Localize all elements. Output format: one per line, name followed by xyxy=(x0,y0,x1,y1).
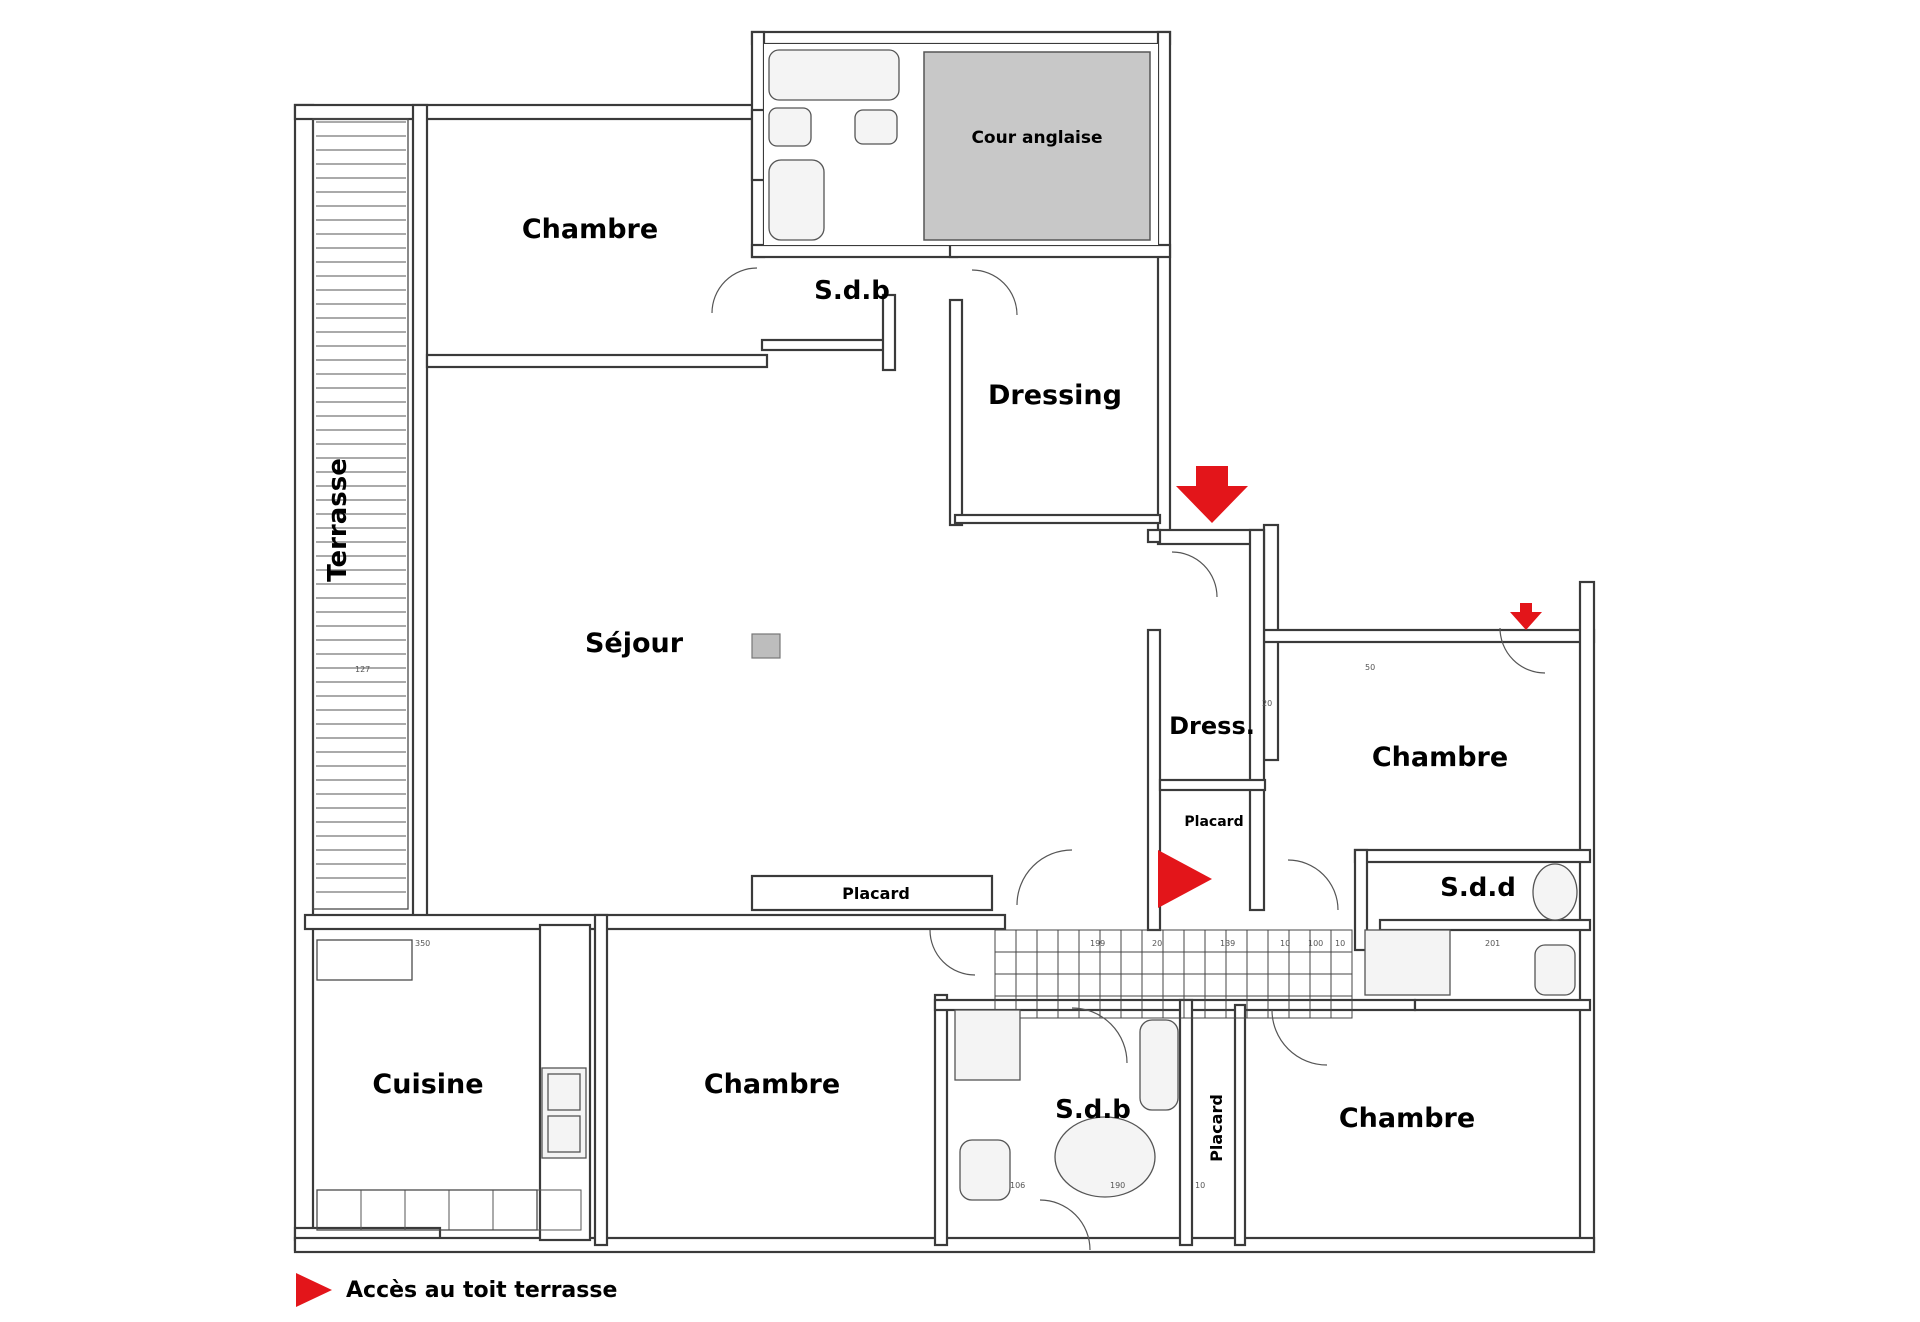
dim-199: 199 xyxy=(1090,939,1105,948)
room-label-sdd: S.d.d xyxy=(1440,873,1516,903)
fixtures xyxy=(316,49,1578,1231)
dim-127: 127 xyxy=(355,665,370,674)
dim-20: 20 xyxy=(1152,939,1162,948)
dim-50: 50 xyxy=(1365,663,1375,672)
down-arrow-icon xyxy=(1176,466,1248,523)
dim-139: 139 xyxy=(1220,939,1235,948)
right-arrow-icon xyxy=(1158,850,1212,908)
room-label-sejour: Séjour xyxy=(585,628,684,659)
room-label-sdb-top: S.d.b xyxy=(814,276,890,306)
dim-20b: 20 xyxy=(1262,699,1272,708)
room-label-chambre-se: Chambre xyxy=(1339,1103,1475,1134)
roof-access-arrows xyxy=(1158,466,1542,908)
doors xyxy=(711,267,1546,1251)
terrasse-stripes xyxy=(316,121,406,893)
dim-350: 350 xyxy=(415,939,430,948)
room-label-cour-anglaise: Cour anglaise xyxy=(971,128,1102,148)
room-label-sdb-bottom: S.d.b xyxy=(1055,1095,1131,1125)
dim-100: 100 xyxy=(1308,939,1323,948)
room-label-chambre-nw: Chambre xyxy=(522,214,658,245)
room-label-cuisine: Cuisine xyxy=(372,1069,483,1100)
dim-10b: 10 xyxy=(1335,939,1345,948)
room-label-placard-small: Placard xyxy=(1184,814,1243,830)
dim-106: 106 xyxy=(1010,1181,1025,1190)
room-label-dress: Dress. xyxy=(1169,712,1255,740)
cour-anglaise-area xyxy=(923,51,1151,241)
legend: Accès au toit terrasse xyxy=(294,1271,617,1309)
legend-label: Accès au toit terrasse xyxy=(346,1277,618,1303)
room-label-dressing: Dressing xyxy=(988,380,1122,411)
room-label-terrasse: Terrasse xyxy=(323,458,353,582)
dim-190: 190 xyxy=(1110,1181,1125,1190)
room-label-chambre-e: Chambre xyxy=(1372,742,1508,773)
down-arrow-small-icon xyxy=(1510,603,1542,630)
dim-201: 201 xyxy=(1485,939,1500,948)
dimension-labels: 127 350 199 20 139 10 100 10 201 20 50 1… xyxy=(355,663,1500,1190)
dim-10c: 10 xyxy=(1195,1181,1205,1190)
room-label-placard-vertical: Placard xyxy=(1207,1094,1226,1162)
dim-10: 10 xyxy=(1280,939,1290,948)
red-triangle-marker-icon xyxy=(296,1273,332,1307)
room-label-placard-sejour: Placard xyxy=(842,884,910,903)
room-label-chambre-s: Chambre xyxy=(704,1069,840,1100)
